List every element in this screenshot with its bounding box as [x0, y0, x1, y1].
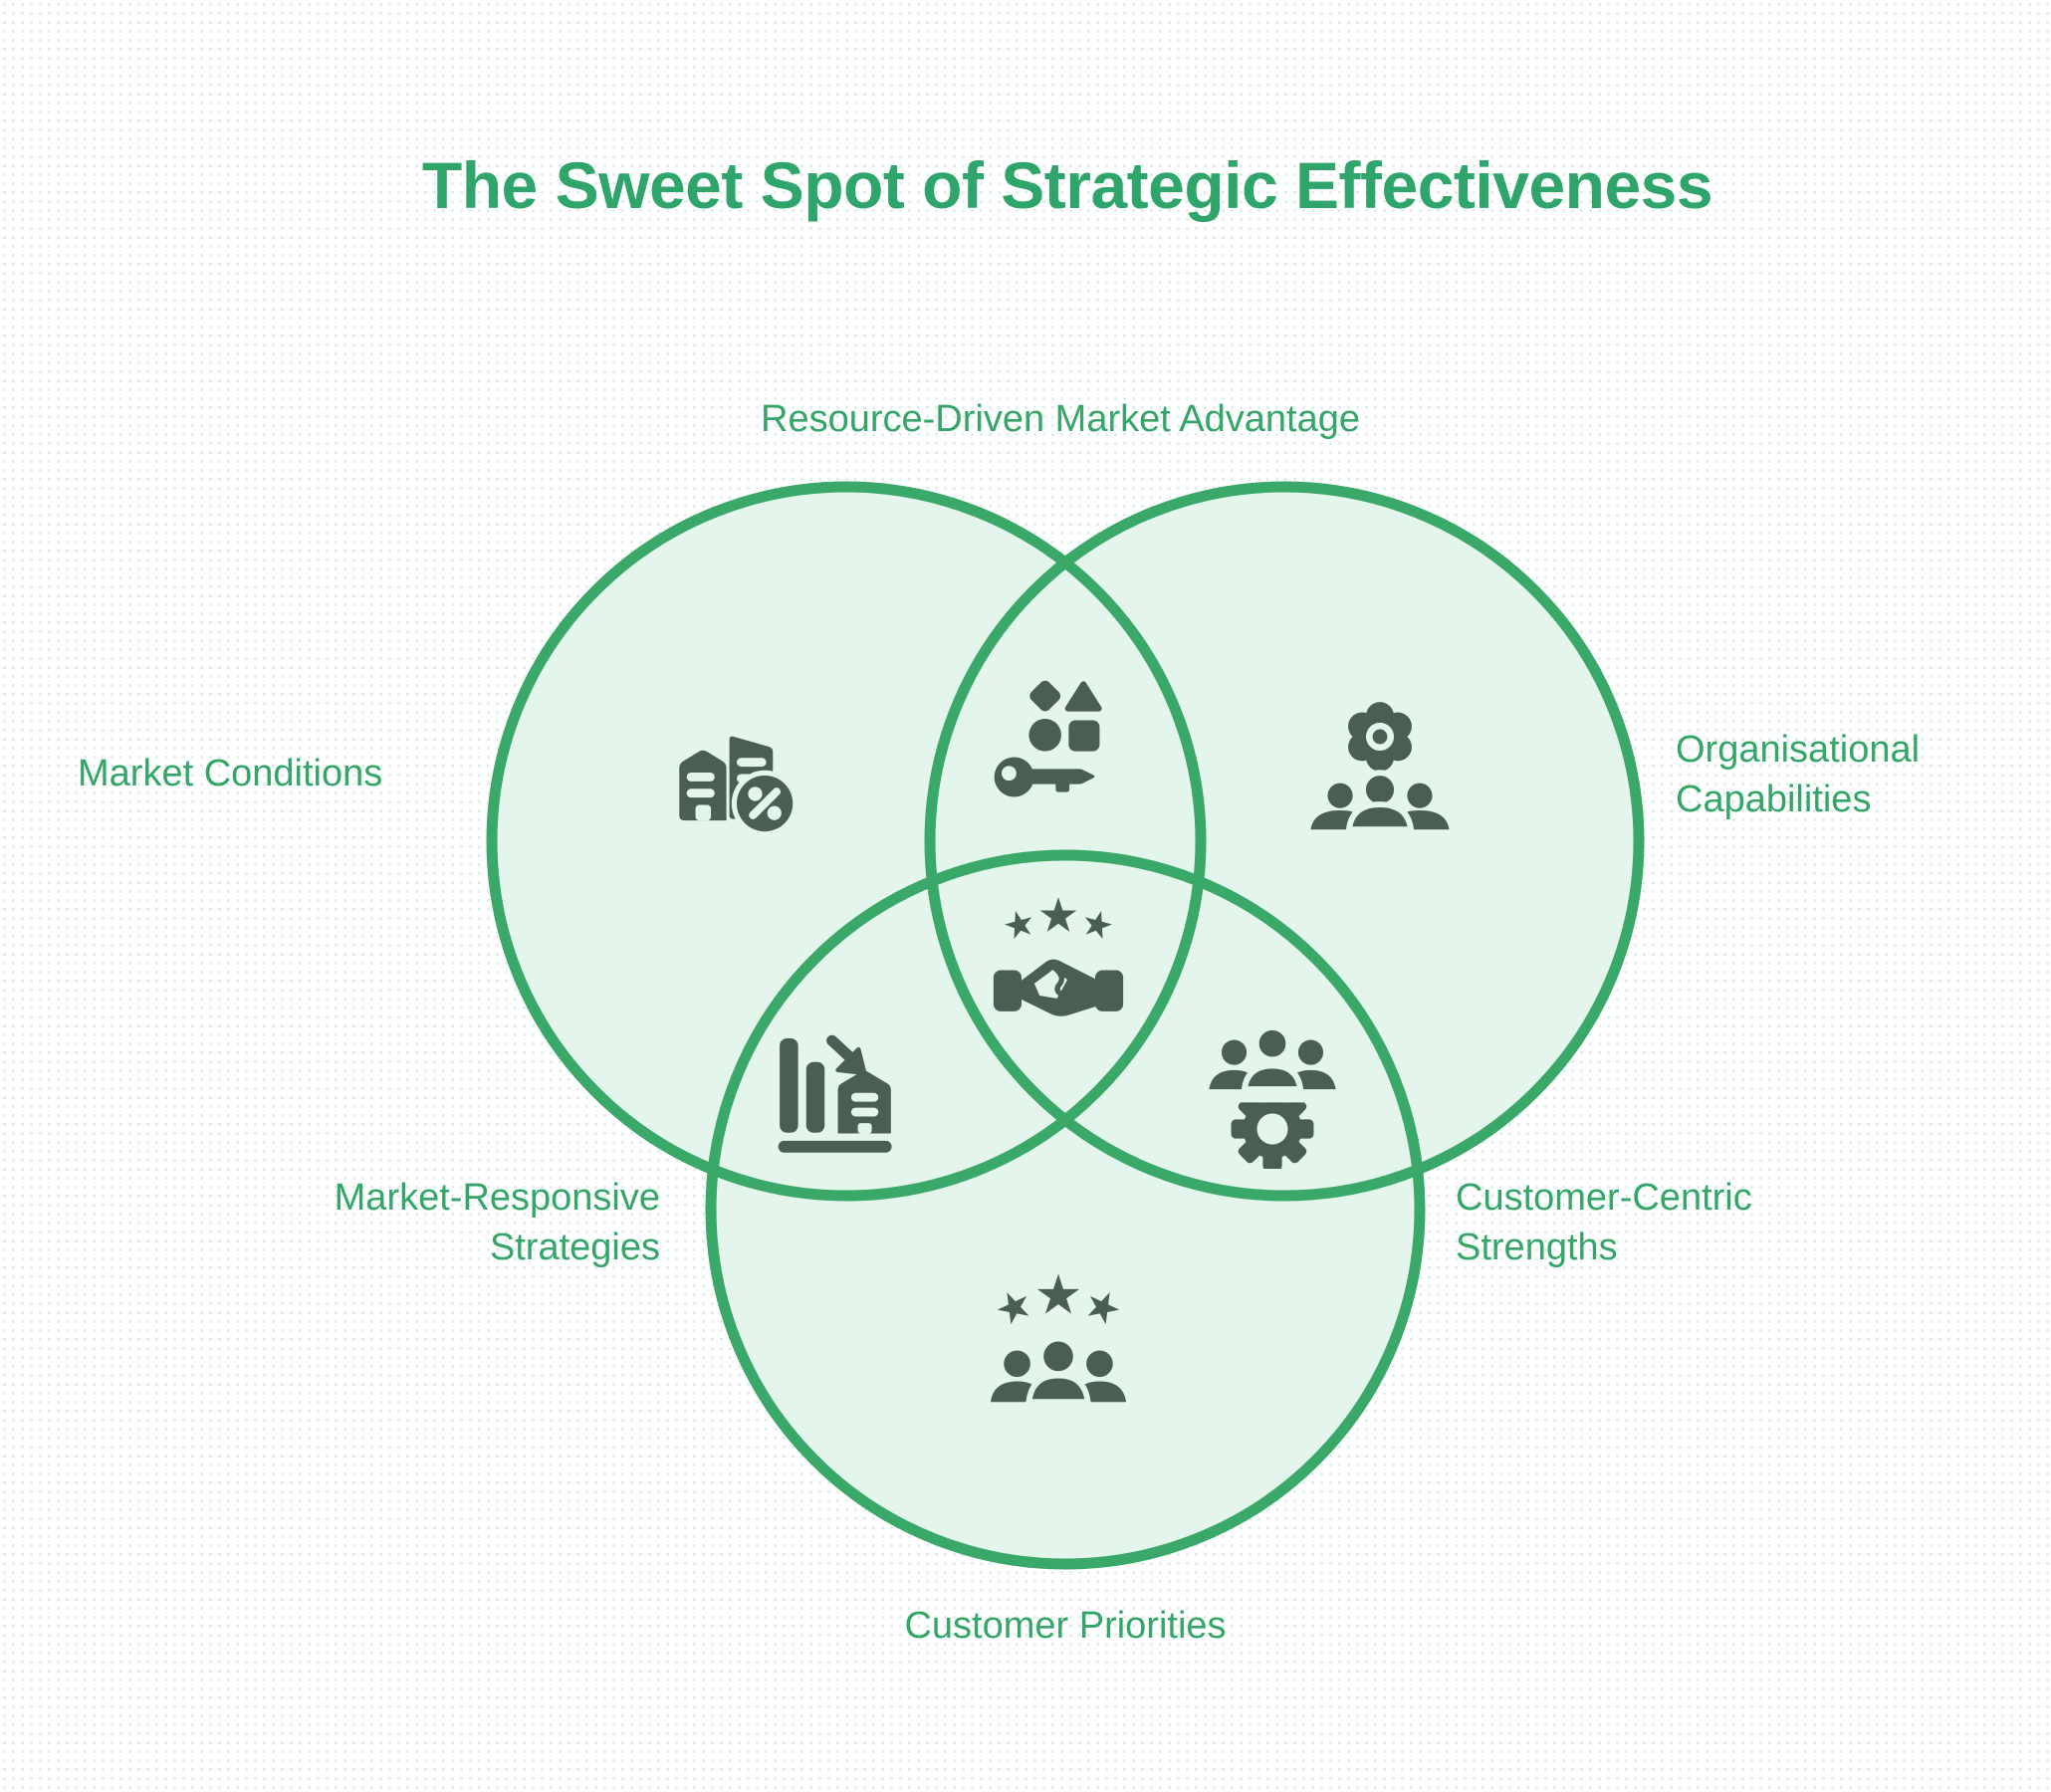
- circle-outline-organisational-capabilities: [924, 481, 1645, 1202]
- label-customer-priorities: Customer Priorities: [904, 1605, 1227, 1647]
- key-shapes-icon: [985, 665, 1132, 812]
- handshake-stars-icon: [985, 892, 1132, 1039]
- label-customer-centric-strengths: Customer-Centric Strengths: [1456, 1177, 1752, 1269]
- circle-fill-customer-priorities: [711, 855, 1420, 1564]
- label-market-responsive-strategies: Market-Responsive Strategies: [334, 1177, 660, 1269]
- declining-chart-building-icon: [769, 1021, 916, 1169]
- buildings-percent-icon: [663, 699, 810, 846]
- page-title: The Sweet Spot of Strategic Effectivenes…: [421, 148, 1713, 222]
- people-gear-icon: [1199, 1021, 1346, 1169]
- label-market-conditions: Market Conditions: [78, 753, 383, 794]
- label-organisational-capabilities: Organisational Capabilities: [1676, 729, 1921, 821]
- gear-people-icon: [1306, 697, 1454, 844]
- circle-outline-customer-priorities: [705, 849, 1426, 1570]
- people-stars-icon: [985, 1272, 1132, 1420]
- circle-outline-market-conditions: [486, 481, 1207, 1202]
- label-resource-driven-market-advantage: Resource-Driven Market Advantage: [761, 398, 1360, 440]
